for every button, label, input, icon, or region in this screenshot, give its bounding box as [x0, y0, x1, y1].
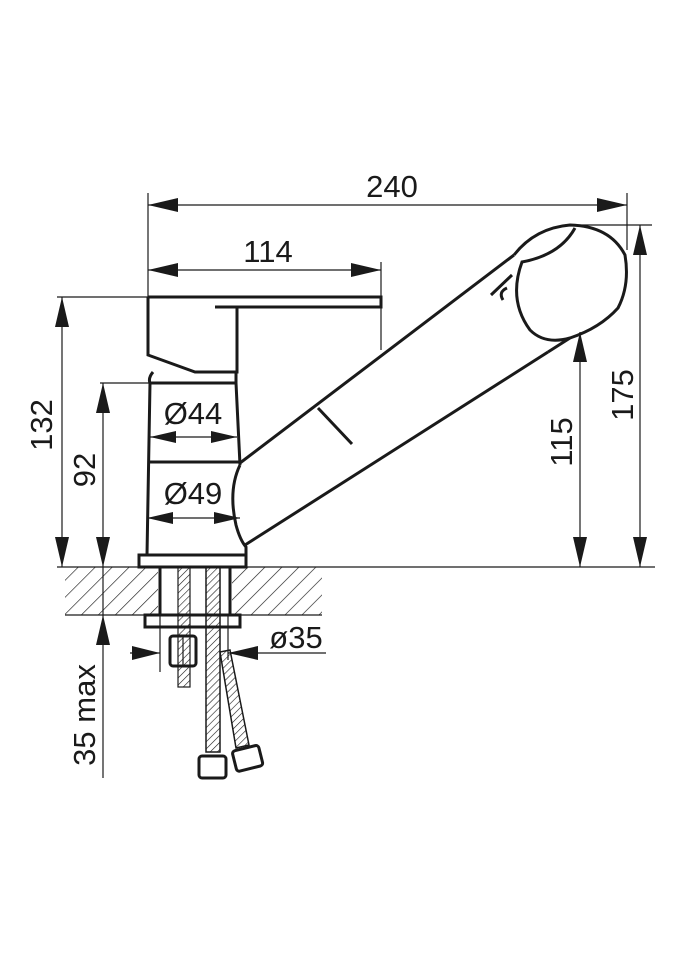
dimension-body-height: 132 [24, 296, 148, 567]
label-d49: Ø49 [164, 476, 223, 511]
countertop [57, 566, 655, 616]
dimension-spout-height: 115 [544, 332, 587, 567]
mounting-hardware [168, 566, 265, 780]
dimension-ring-height: 92 [67, 382, 150, 567]
dimension-mounting-hole: ø35 [130, 615, 326, 672]
dimension-lever-length: 114 [148, 234, 382, 350]
label-175: 175 [605, 369, 640, 421]
label-114: 114 [243, 234, 292, 269]
label-92: 92 [67, 453, 102, 487]
dimension-body-diameters: Ø44 Ø49 [147, 396, 240, 524]
label-d44: Ø44 [164, 396, 223, 431]
label-35-max: 35 max [67, 664, 102, 766]
label-132: 132 [24, 399, 59, 451]
pull-out-spout [239, 223, 628, 547]
label-240: 240 [366, 169, 418, 204]
dimension-overall-height: 175 [565, 224, 652, 567]
dimension-counter-thickness: 35 max [67, 567, 110, 778]
label-d35: ø35 [269, 620, 322, 655]
label-115: 115 [544, 417, 579, 466]
dimension-overall-length: 240 [147, 169, 628, 297]
